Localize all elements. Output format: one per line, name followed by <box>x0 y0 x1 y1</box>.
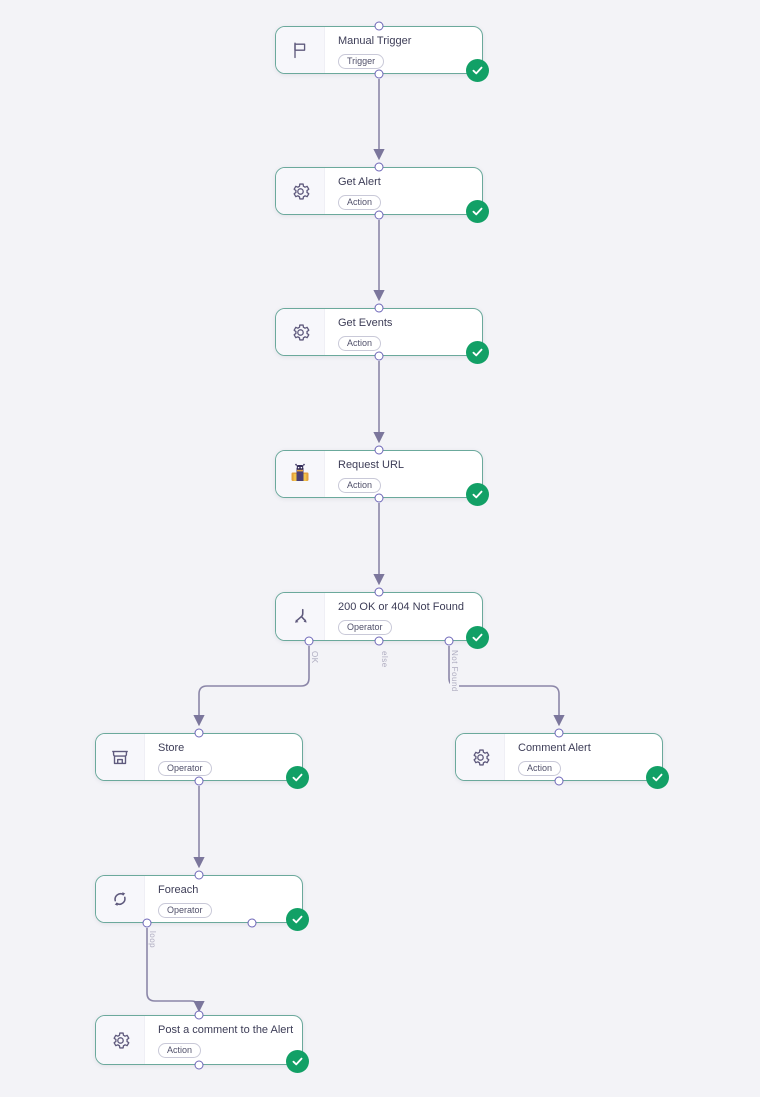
node-type-badge: Operator <box>338 620 392 635</box>
node-icon-cell <box>96 1016 145 1064</box>
port-out-post-comment[interactable] <box>194 1060 204 1070</box>
port-in-get-events[interactable] <box>374 303 384 313</box>
port-in-get-alert[interactable] <box>374 162 384 172</box>
node-body: Request URL Action <box>325 451 482 497</box>
node-title: Request URL <box>338 459 405 471</box>
success-check-icon <box>466 483 489 506</box>
split-icon <box>295 608 307 623</box>
port-out-ok[interactable] <box>304 636 314 646</box>
node-body: Comment Alert Action <box>505 734 662 780</box>
node-body: Get Alert Action <box>325 168 482 214</box>
success-check-icon <box>466 59 489 82</box>
node-title: Comment Alert <box>518 742 591 754</box>
node-type-badge: Action <box>338 195 382 210</box>
node-type-badge: Operator <box>158 903 212 918</box>
node-body: 200 OK or 404 Not Found Operator <box>325 593 482 640</box>
store-icon <box>112 750 128 765</box>
node-icon-cell <box>96 734 145 780</box>
success-check-icon <box>646 766 669 789</box>
node-type-badge: Action <box>338 336 382 351</box>
node-get-alert[interactable]: Get Alert Action <box>275 167 489 223</box>
gear-icon <box>112 1031 129 1049</box>
flag-icon <box>294 42 306 59</box>
port-in-comment-alert[interactable] <box>554 728 564 738</box>
port-out-else[interactable] <box>374 636 384 646</box>
node-manual-trigger[interactable]: Manual Trigger Trigger <box>275 26 489 82</box>
node-icon-cell <box>276 27 325 73</box>
node-body: Foreach Operator <box>145 876 302 922</box>
node-icon-cell <box>276 309 325 355</box>
success-check-icon <box>466 626 489 649</box>
edge-ok-to-store <box>193 646 310 727</box>
node-request-url[interactable]: Request URL Action <box>275 450 489 506</box>
success-check-icon <box>286 1050 309 1073</box>
port-in-operator[interactable] <box>374 587 384 597</box>
gear-icon <box>292 182 309 200</box>
node-title: Manual Trigger <box>338 35 412 47</box>
port-out-foreach-loop[interactable] <box>142 918 152 928</box>
port-out-request-url[interactable] <box>374 493 384 503</box>
edge-loop-to-post-comment <box>146 928 205 1013</box>
node-get-events[interactable]: Get Events Action <box>275 308 489 364</box>
node-icon-cell <box>456 734 505 780</box>
edge-label-else: else <box>380 650 389 669</box>
node-title: Get Events <box>338 317 393 329</box>
success-check-icon <box>466 341 489 364</box>
node-type-badge: Action <box>158 1043 202 1058</box>
node-foreach[interactable]: Foreach Operator <box>95 875 309 931</box>
port-in-request-url[interactable] <box>374 445 384 455</box>
port-in-manual-trigger[interactable] <box>374 21 384 31</box>
port-in-post-comment[interactable] <box>194 1010 204 1020</box>
llama-icon <box>291 463 309 481</box>
edge-label-ok: OK <box>310 650 319 665</box>
loop-icon <box>114 892 126 906</box>
node-type-badge: Trigger <box>338 54 385 69</box>
port-out-not-found[interactable] <box>444 636 454 646</box>
node-title: Post a comment to the Alert <box>158 1024 294 1036</box>
node-body: Post a comment to the Alert Action <box>145 1016 302 1064</box>
success-check-icon <box>286 766 309 789</box>
gear-icon <box>292 323 309 341</box>
success-check-icon <box>286 908 309 931</box>
node-store[interactable]: Store Operator <box>95 733 309 789</box>
edge-notfound-to-comment-alert <box>448 646 565 727</box>
port-out-store[interactable] <box>194 776 204 786</box>
node-icon-cell <box>276 451 325 497</box>
node-body: Get Events Action <box>325 309 482 355</box>
gear-icon <box>472 748 489 766</box>
node-200-ok-or-404-not-found[interactable]: 200 OK or 404 Not Found Operator <box>275 592 489 649</box>
node-icon-cell <box>276 593 325 640</box>
node-title: 200 OK or 404 Not Found <box>338 601 464 613</box>
node-comment-alert[interactable]: Comment Alert Action <box>455 733 669 789</box>
node-type-badge: Action <box>518 761 562 776</box>
node-icon-cell <box>96 876 145 922</box>
node-title: Store <box>158 742 185 754</box>
port-in-foreach[interactable] <box>194 870 204 880</box>
port-out-manual-trigger[interactable] <box>374 69 384 79</box>
port-out-get-events[interactable] <box>374 351 384 361</box>
node-body: Manual Trigger Trigger <box>325 27 482 73</box>
node-type-badge: Operator <box>158 761 212 776</box>
node-title: Foreach <box>158 884 199 896</box>
node-icon-cell <box>276 168 325 214</box>
port-out-get-alert[interactable] <box>374 210 384 220</box>
port-out-comment-alert[interactable] <box>554 776 564 786</box>
success-check-icon <box>466 200 489 223</box>
edge-label-not-found: Not Found <box>450 649 459 693</box>
node-type-badge: Action <box>338 478 382 493</box>
node-title: Get Alert <box>338 176 381 188</box>
node-post-a-comment-to-the-alert[interactable]: Post a comment to the Alert Action <box>95 1015 309 1073</box>
port-out-foreach-done[interactable] <box>247 918 257 928</box>
node-body: Store Operator <box>145 734 302 780</box>
port-in-store[interactable] <box>194 728 204 738</box>
edge-label-loop: loop <box>148 930 157 950</box>
